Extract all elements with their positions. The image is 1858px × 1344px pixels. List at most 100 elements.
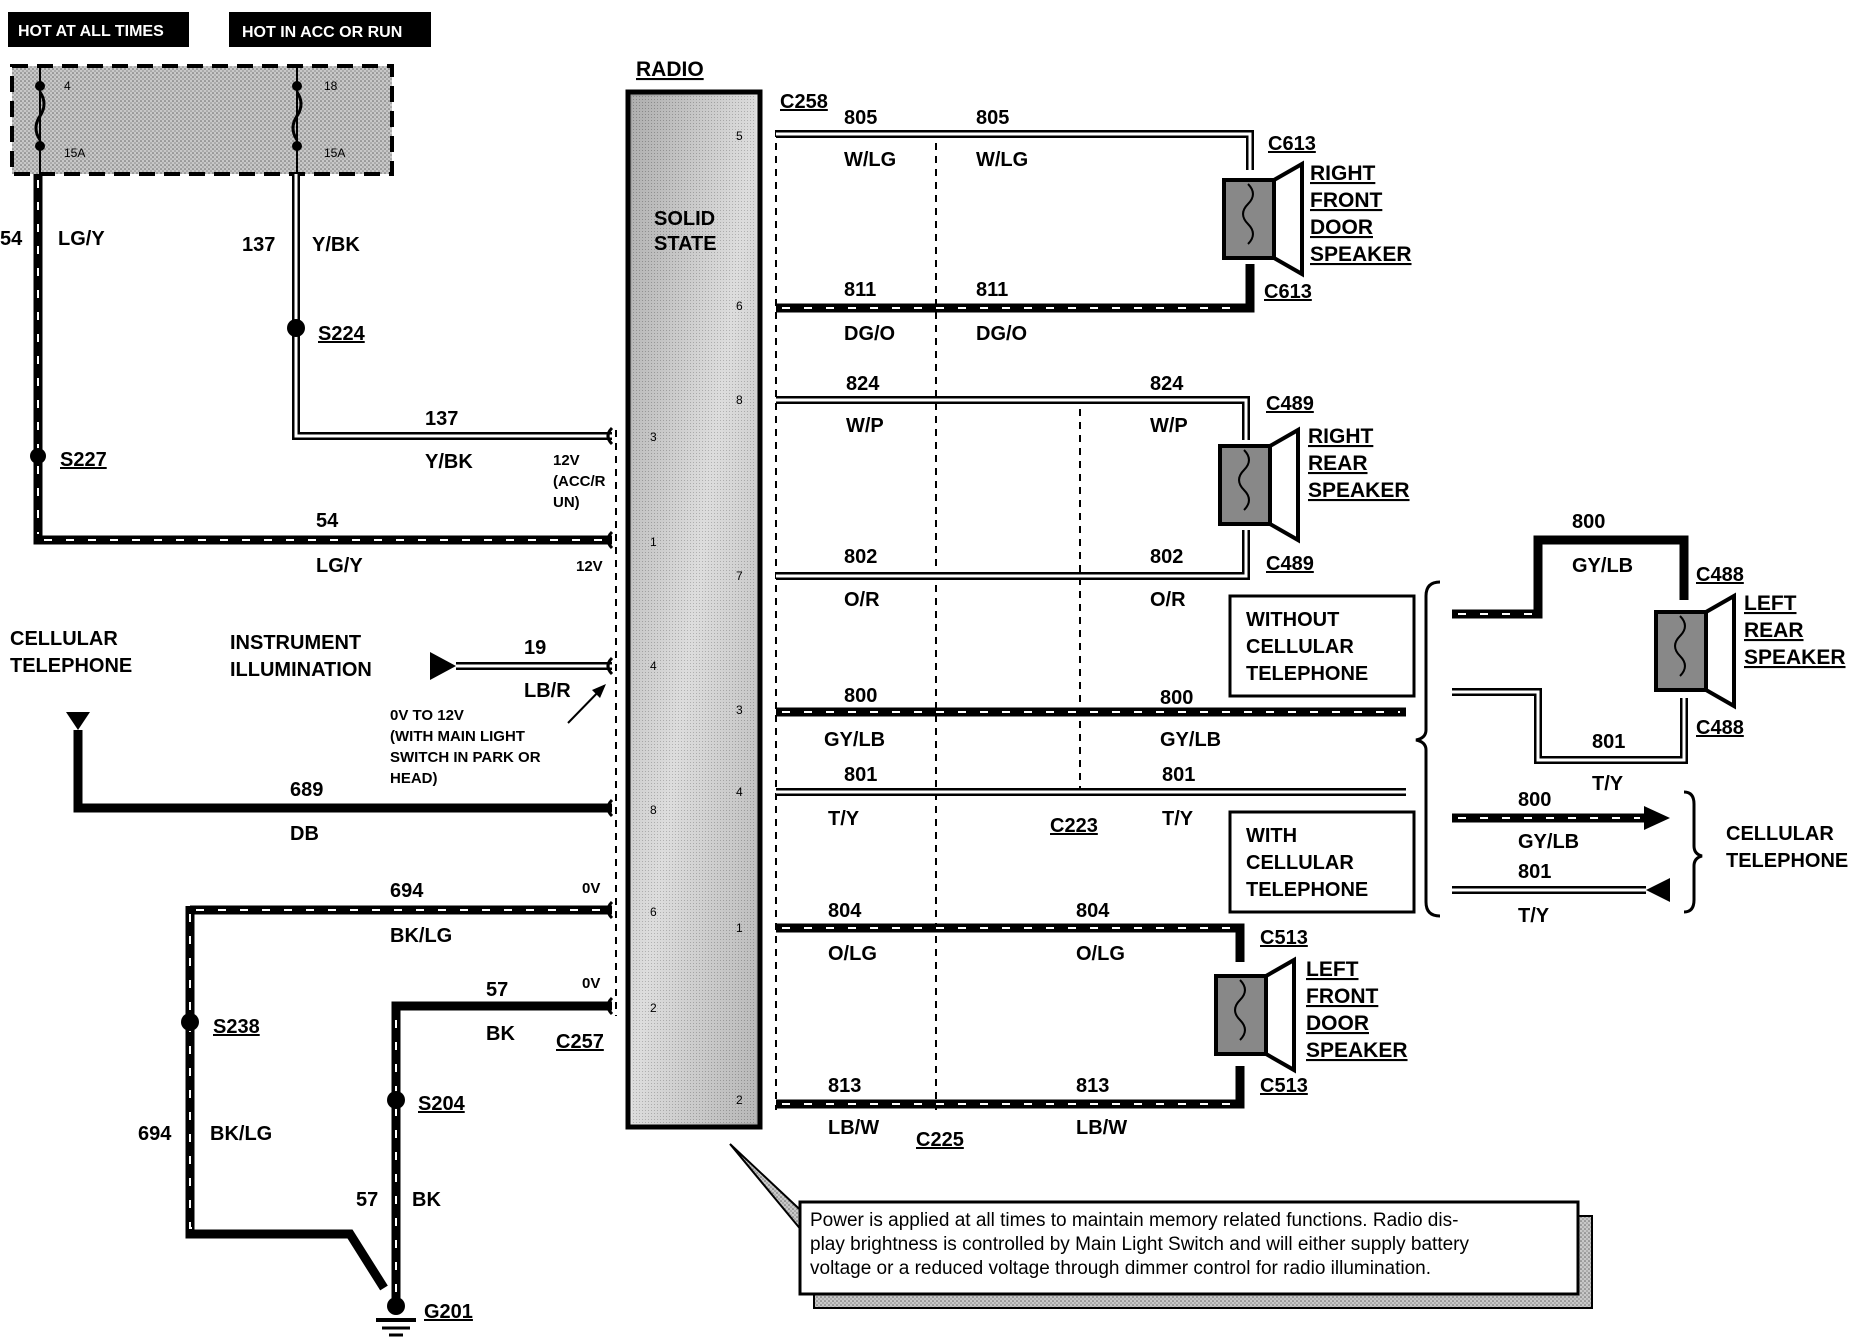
wire-811b-number: 811	[976, 279, 1008, 301]
wire-801cell-color: T/Y	[1518, 905, 1550, 927]
wire-813	[776, 1066, 1245, 1109]
lf-speaker-2: FRONT	[1306, 985, 1378, 1008]
wire-19-color: LB/R	[524, 680, 571, 702]
lf-speaker-3: DOOR	[1306, 1012, 1369, 1035]
wire-804	[776, 923, 1245, 962]
wire-694-color: BK/LG	[390, 925, 452, 947]
wire-805b-color: W/LG	[976, 149, 1028, 171]
splice-s224-label: S224	[318, 323, 366, 345]
rf-speaker-4: SPEAKER	[1310, 243, 1412, 266]
connector-c258: C258	[780, 91, 828, 113]
wire-800b-number: 800	[1160, 687, 1193, 709]
cellular-bracket	[1683, 790, 1703, 914]
svg-text:HOT IN ACC OR RUN: HOT IN ACC OR RUN	[242, 24, 402, 41]
wire-801b-color: T/Y	[1162, 808, 1194, 830]
wire-800cell-color: GY/LB	[1518, 831, 1579, 853]
wire-137h-number: 137	[425, 408, 458, 430]
wire-800-cell	[1452, 806, 1670, 830]
right-rear-speaker-icon	[1218, 426, 1300, 544]
fuse-18-rating: 15A	[324, 146, 345, 160]
wire-800-lr	[1452, 535, 1689, 619]
radio-pin-left-6: 6	[650, 905, 657, 919]
wire-802	[776, 530, 1250, 580]
wire-824a-number: 824	[846, 373, 880, 395]
splice-s238-label: S238	[213, 1016, 260, 1038]
wire-800a-color: GY/LB	[824, 729, 885, 751]
radio-pin-right-4: 4	[736, 785, 743, 799]
wire-800top-number: 800	[1572, 511, 1605, 533]
wire-801cell-number: 801	[1518, 861, 1551, 883]
cellular-left-line2: TELEPHONE	[10, 655, 132, 677]
instrument-illumination-line2: ILLUMINATION	[230, 659, 372, 681]
wire-802a-color: O/R	[844, 589, 880, 611]
volt-0v-a: 0V	[582, 880, 600, 897]
volt-0v-b: 0V	[582, 975, 600, 992]
wire-689-color: DB	[290, 823, 319, 845]
connector-c489-bottom: C489	[1266, 553, 1314, 575]
lr-speaker-3: SPEAKER	[1744, 646, 1846, 669]
svg-text:TELEPHONE: TELEPHONE	[1246, 879, 1368, 901]
wire-800cell-number: 800	[1518, 789, 1551, 811]
radio-pin-right-6: 6	[736, 299, 743, 313]
radio-pin-right-5: 5	[736, 129, 743, 143]
ground-g201-label: G201	[424, 1301, 473, 1323]
wire-804a-number: 804	[828, 900, 862, 922]
wire-804b-color: O/LG	[1076, 943, 1125, 965]
wire-805a-color: W/LG	[844, 149, 896, 171]
rr-speaker-1: RIGHT	[1308, 425, 1374, 448]
ground-icon	[376, 1297, 416, 1337]
wire-801lr-number: 801	[1592, 731, 1625, 753]
without-cellular-box: WITHOUT CELLULAR TELEPHONE	[1228, 594, 1416, 698]
wire-804a-color: O/LG	[828, 943, 877, 965]
radio-pin-right-3: 3	[736, 703, 743, 717]
svg-text:WITHOUT: WITHOUT	[1246, 609, 1339, 631]
wire-801-cell	[1452, 878, 1670, 902]
hot-at-all-times-label: HOT AT ALL TIMES	[8, 12, 189, 47]
connector-c613-top: C613	[1268, 133, 1316, 155]
radio-pin-left-2: 2	[650, 1001, 657, 1015]
radio-pin-right-1: 1	[736, 921, 743, 935]
connector-c513-top: C513	[1260, 927, 1308, 949]
wire-800a-number: 800	[844, 685, 877, 707]
wire-694	[185, 905, 612, 1291]
instrument-illumination-line1: INSTRUMENT	[230, 632, 361, 654]
wire-694v-color: BK/LG	[210, 1123, 272, 1145]
rf-speaker-2: FRONT	[1310, 189, 1382, 212]
lr-speaker-2: REAR	[1744, 619, 1804, 642]
wire-801a-number: 801	[844, 764, 877, 786]
volt-acc-run-2: (ACC/R	[553, 473, 606, 490]
connector-c513-bottom: C513	[1260, 1075, 1308, 1097]
rf-speaker-1: RIGHT	[1310, 162, 1376, 185]
wire-694-number: 694	[390, 880, 424, 902]
illum-note-4: HEAD)	[390, 770, 438, 787]
connector-c223: C223	[1050, 815, 1098, 837]
radio-pin-left-3: 3	[650, 430, 657, 444]
wire-824b-color: W/P	[1150, 415, 1188, 437]
fuse-4-number: 4	[64, 79, 71, 93]
note-line-2: play brightness is controlled by Main Li…	[810, 1234, 1469, 1255]
wire-689	[73, 730, 612, 813]
wire-137	[292, 174, 612, 440]
radio-subtitle-1: SOLID	[654, 208, 715, 230]
wire-54h-color: LG/Y	[316, 555, 363, 577]
illum-note-2: (WITH MAIN LIGHT	[390, 728, 525, 745]
wire-54h-number: 54	[316, 510, 339, 532]
radio-pin-left-4: 4	[650, 659, 657, 673]
lr-speaker-1: LEFT	[1744, 592, 1797, 615]
volt-acc-run-3: UN)	[553, 494, 580, 511]
connector-c488-bottom: C488	[1696, 717, 1744, 739]
connector-c613-bottom: C613	[1264, 281, 1312, 303]
svg-text:TELEPHONE: TELEPHONE	[1246, 663, 1368, 685]
wire-689-number: 689	[290, 779, 323, 801]
left-front-door-speaker-icon	[1214, 956, 1296, 1074]
with-cellular-box: WITH CELLULAR TELEPHONE	[1228, 810, 1416, 914]
wire-137-number: 137	[242, 234, 275, 256]
svg-text:WITH: WITH	[1246, 825, 1297, 847]
wire-800top-color: GY/LB	[1572, 555, 1633, 577]
note-line-3: voltage or a reduced voltage through dim…	[810, 1258, 1431, 1279]
wire-811b-color: DG/O	[976, 323, 1027, 345]
wire-824a-color: W/P	[846, 415, 884, 437]
wire-54	[33, 174, 612, 545]
right-front-door-speaker-icon	[1222, 160, 1304, 278]
